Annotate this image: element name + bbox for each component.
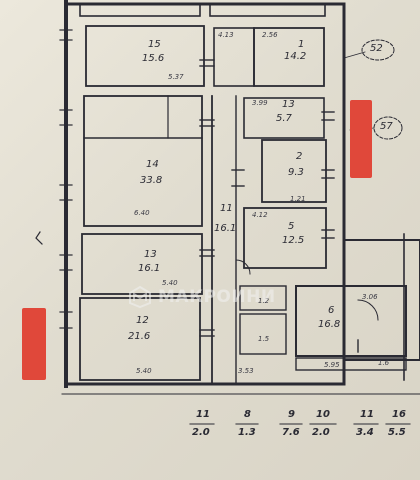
dimension-label: 1.6: [378, 359, 390, 367]
room-5-area: 12.5: [282, 235, 305, 246]
marker-52-circle: [361, 39, 395, 61]
dimension-label: 2.56: [262, 31, 278, 39]
dimension-label: 5.95: [324, 361, 340, 369]
room-15-number: 15: [148, 39, 161, 50]
legend-num: 16: [392, 409, 406, 420]
room-14-area: 33.8: [140, 175, 163, 186]
dimension-label: 3.99: [252, 99, 268, 107]
room-2: [261, 139, 327, 203]
watermark-text: МАКРОИНИ: [158, 287, 276, 307]
room-6-number: 6: [328, 305, 335, 316]
room-15-area: 15.6: [142, 53, 165, 64]
room-6: [295, 285, 407, 357]
marker-57-label: 57: [380, 121, 393, 132]
room-13-number: 13: [144, 249, 157, 260]
legend-area: 5.5: [388, 427, 406, 438]
marker-52-label: 52: [370, 43, 383, 54]
legend-num: 11: [196, 409, 210, 420]
dimension-label: 3.53: [238, 367, 254, 375]
room-small-area: 5.7: [276, 113, 292, 124]
room-15: [85, 25, 205, 87]
legend-area: 3.4: [356, 427, 374, 438]
dimension-label: 3.06: [362, 293, 378, 301]
legend-num: 9: [288, 409, 295, 420]
watermark-logo-icon: [129, 285, 151, 309]
bath-area: 1.2: [258, 297, 270, 305]
dimension-label: 5.40: [162, 279, 178, 287]
watermark: МАКРОИНИ: [128, 282, 286, 312]
room-14-number: 14: [146, 159, 159, 170]
dimension-label: 4.13: [218, 31, 234, 39]
room-13: [81, 233, 203, 295]
corridor-area: 16.1: [214, 223, 237, 234]
legend-area: 1.3: [238, 427, 256, 438]
wc-area: 1.5: [258, 335, 270, 343]
room-6-area: 16.8: [318, 319, 341, 330]
legend-num: 11: [360, 409, 374, 420]
dimension-label: 5.40: [136, 367, 152, 375]
legend-area: 2.0: [192, 427, 210, 438]
room-13-area: 16.1: [138, 263, 161, 274]
room-2-area: 9.3: [288, 167, 304, 178]
room-1-area: 14.2: [284, 51, 307, 62]
room-1-number: 1: [298, 39, 305, 50]
dimension-label: 6.40: [134, 209, 150, 217]
room-2-number: 2: [296, 151, 303, 162]
dimension-label: 4.12: [252, 211, 268, 219]
dimension-label: 5.37: [168, 73, 184, 81]
legend-num: 10: [316, 409, 330, 420]
corridor-number: 11: [220, 203, 233, 214]
room-1: [253, 27, 325, 87]
room-12-number: 12: [136, 315, 149, 326]
room-12-area: 21.6: [128, 331, 151, 342]
dimension-label: 1.21: [290, 195, 306, 203]
marker-57-circle: [373, 116, 403, 140]
room-14: [83, 95, 203, 227]
room-small-number: 13: [282, 99, 295, 110]
legend-area: 7.6: [282, 427, 300, 438]
red-marker-right: [350, 100, 372, 178]
legend-num: 8: [244, 409, 251, 420]
legend-area: 2.0: [312, 427, 330, 438]
room-5-number: 5: [288, 221, 295, 232]
red-marker-left: [22, 308, 46, 380]
